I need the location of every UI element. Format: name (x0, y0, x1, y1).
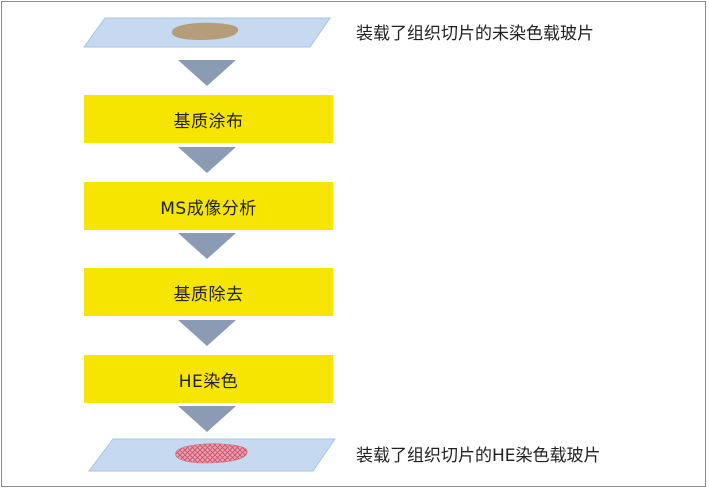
step-label: HE染色 (178, 371, 239, 392)
step-label: 基质涂布 (173, 111, 244, 132)
top-caption: 装载了组织切片的未染色载玻片 (356, 24, 594, 44)
step-matrix-coating: 基质涂布 (84, 95, 333, 143)
down-arrow-icon (178, 147, 236, 173)
tissue-section-icon (175, 443, 248, 464)
down-arrow-icon (178, 60, 236, 86)
unstained-slide-icon (83, 17, 331, 48)
tissue-section-icon (171, 22, 239, 40)
down-arrow-icon (178, 406, 236, 432)
step-matrix-removal: 基质除去 (84, 268, 333, 316)
stained-slide-icon (88, 438, 336, 472)
step-he-staining: HE染色 (84, 355, 333, 403)
step-ms-imaging: MS成像分析 (84, 182, 333, 230)
down-arrow-icon (178, 233, 236, 259)
step-label: MS成像分析 (160, 198, 257, 219)
bottom-caption: 装载了组织切片的HE染色载玻片 (356, 446, 601, 466)
down-arrow-icon (178, 320, 236, 346)
step-label: 基质除去 (173, 284, 244, 305)
